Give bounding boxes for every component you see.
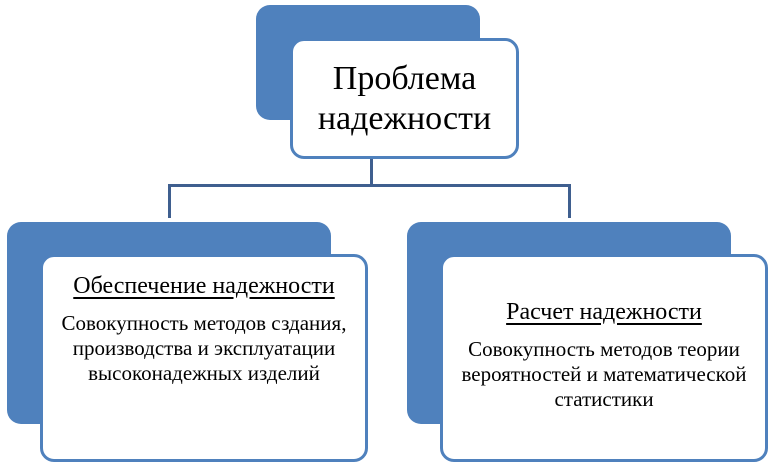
root-node: Проблема надежности — [290, 38, 519, 159]
right-node: Расчет надежности Совокупность методов т… — [440, 254, 768, 462]
left-node: Обеспечение надежности Совокупность мето… — [40, 254, 368, 462]
right-node-heading: Расчет надежности — [506, 299, 702, 325]
connector-root-vertical — [370, 150, 373, 185]
right-node-description: Совокупность методов теории вероятностей… — [461, 337, 747, 411]
left-node-heading: Обеспечение надежности — [73, 273, 335, 299]
root-node-title: Проблема надежности — [317, 59, 492, 137]
connector-horizontal — [168, 184, 571, 187]
connector-right-vertical — [568, 184, 571, 218]
connector-left-vertical — [168, 184, 171, 218]
left-node-description: Совокупность методов сздания, производст… — [61, 311, 347, 385]
